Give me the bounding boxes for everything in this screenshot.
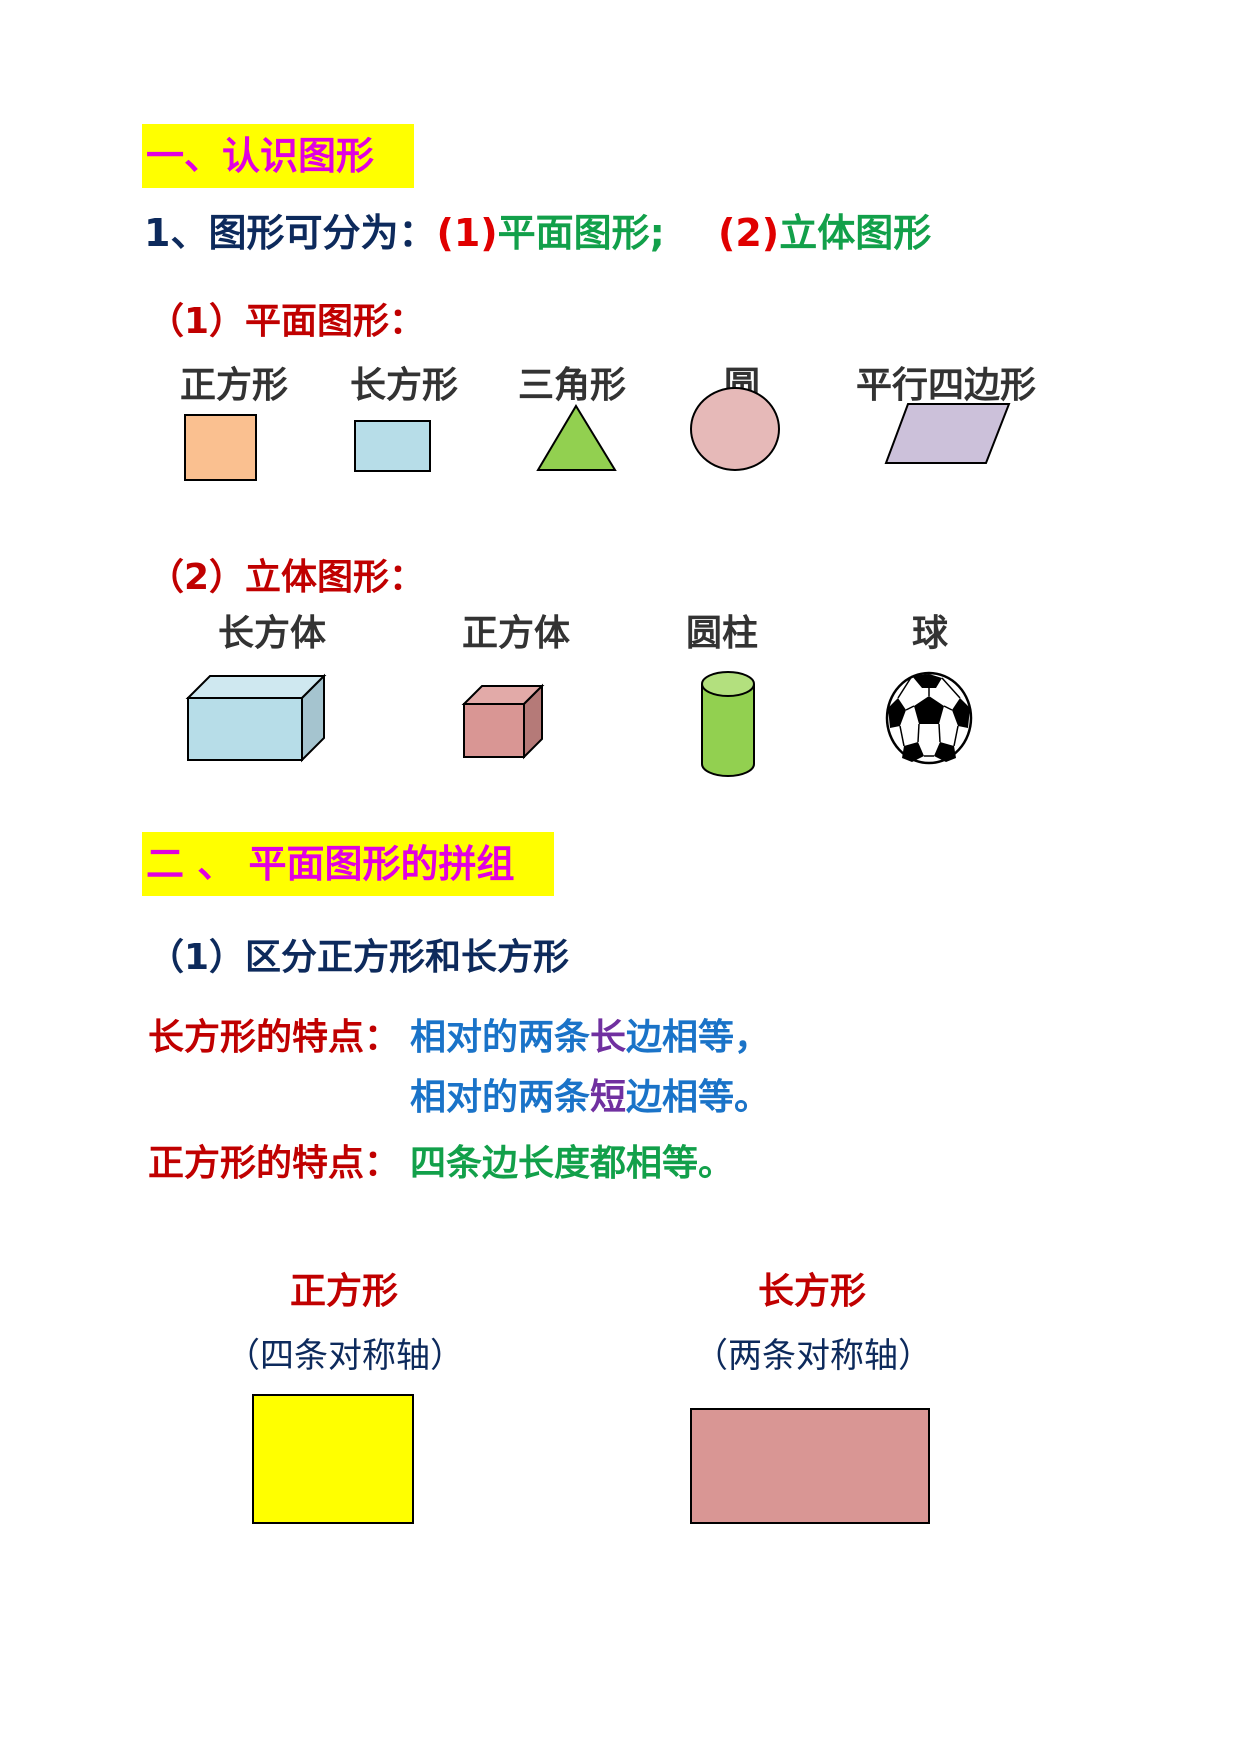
shape-label-sphere: 球 <box>912 613 949 654</box>
shape-label-cuboid: 长方体 <box>218 613 327 654</box>
rect-feature-line2-a: 相对的两条 <box>410 1077 591 1118</box>
rect-feature-line1: 相对的两条长边相等， <box>410 1008 770 1060</box>
square-feature-text: 四条边长度都相等。 <box>410 1143 735 1184</box>
circle-shape <box>690 387 780 471</box>
solid-title: （2）立体图形： <box>148 557 426 598</box>
shape-label-parallelogram: 平行四边形 <box>856 365 1037 406</box>
solid-number: (2) <box>718 211 780 255</box>
solid-label: 立体图形 <box>779 211 932 255</box>
solid-class: (2)立体图形 <box>718 202 931 257</box>
square-shape <box>184 414 257 481</box>
classification-prefix: 1、图形可分为： <box>144 211 437 255</box>
rect-box-title: 长方形 <box>758 1271 867 1312</box>
soccer-ball-icon <box>885 671 973 765</box>
square-box-axes: （四条对称轴） <box>226 1336 464 1376</box>
plane-title: （1）平面图形： <box>148 301 426 342</box>
shape-label-triangle: 三角形 <box>518 365 627 406</box>
section1-heading: 一、认识图形 <box>142 124 415 188</box>
classification-line: 1、图形可分为：(1)平面图形; <box>144 202 665 257</box>
rect-feature-line1-a: 相对的两条 <box>410 1017 591 1058</box>
square-feature-label: 正方形的特点： <box>148 1143 401 1184</box>
pink-rectangle-shape <box>690 1408 930 1524</box>
yellow-square-shape <box>252 1394 414 1524</box>
cube-shape <box>461 683 545 760</box>
cuboid-shape <box>185 673 327 763</box>
rect-feature-line1-c: 边相等， <box>626 1017 771 1058</box>
rectangle-shape <box>354 420 431 472</box>
parallelogram-shape <box>884 403 1011 464</box>
rect-feature-line1-b: 长 <box>590 1017 627 1058</box>
rect-feature-line2-c: 边相等。 <box>626 1077 771 1118</box>
rect-feature-line2-b: 短 <box>590 1077 627 1118</box>
section2-sub: （1）区分正方形和长方形 <box>148 937 570 978</box>
shape-label-rectangle: 长方形 <box>350 365 459 406</box>
plane-label: 平面图形; <box>497 211 665 255</box>
square-box-title: 正方形 <box>290 1271 399 1312</box>
triangle-shape <box>536 404 617 471</box>
plane-number: (1) <box>436 211 498 255</box>
shape-label-square: 正方形 <box>180 365 289 406</box>
shape-label-cylinder: 圆柱 <box>686 613 759 654</box>
rect-feature-label: 长方形的特点： <box>148 1017 401 1058</box>
rect-box-axes: （两条对称轴） <box>694 1336 932 1376</box>
cylinder-shape <box>701 671 755 777</box>
section2-heading: 二 、 平面图形的拼组 <box>142 832 555 896</box>
shape-label-cube: 正方体 <box>462 613 571 654</box>
rect-feature-line2: 相对的两条短边相等。 <box>410 1068 770 1120</box>
